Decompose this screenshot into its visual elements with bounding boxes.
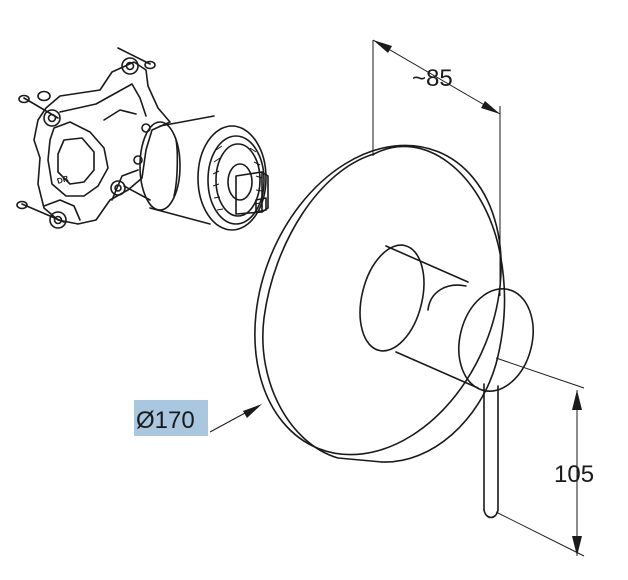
depth-dimension: ~85	[372, 39, 501, 296]
depth-dimension-label: ~85	[412, 65, 453, 92]
diameter-dimension: Ø170	[134, 400, 262, 436]
diameter-label-highlight	[134, 400, 208, 436]
svg-text:DR: DR	[56, 174, 70, 186]
diameter-dimension-label: Ø170	[136, 407, 195, 434]
height-dimension-label: 105	[554, 461, 594, 488]
concealed-valve-body-illustration: DR	[16, 47, 269, 231]
trim-plate-and-lever-illustration	[254, 144, 534, 519]
height-dimension: 105	[495, 357, 594, 557]
